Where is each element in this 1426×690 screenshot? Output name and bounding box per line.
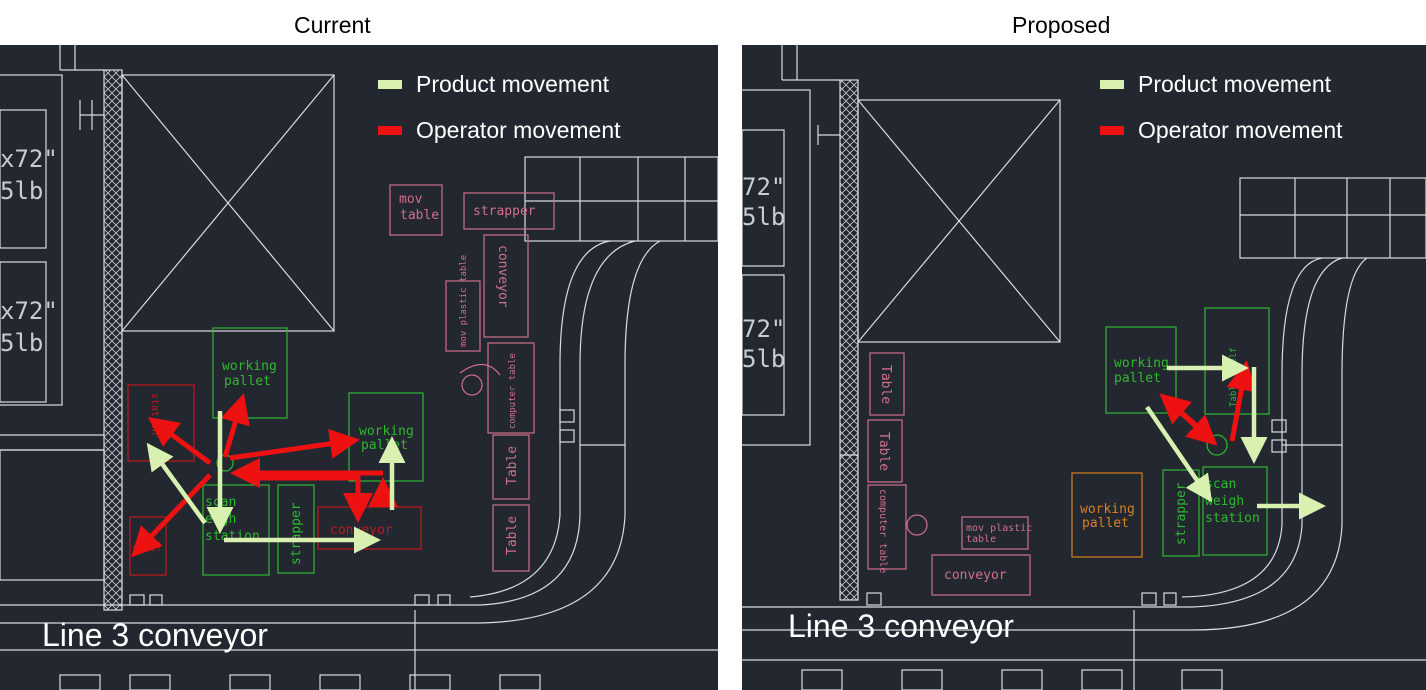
p-legend-operator-label: Operator movement — [1138, 117, 1343, 143]
p-label-strapper: strapper — [1174, 482, 1189, 545]
label-conveyor-vertical: conveyor — [495, 245, 510, 308]
p-legend-operator: Operator movement — [1100, 117, 1343, 144]
proposed-title: Proposed — [1012, 12, 1111, 38]
rack-text-3: x72" — [0, 297, 58, 325]
rack-text-4: 5lb — [0, 329, 44, 357]
p-rack-text-4: 5lb — [742, 345, 786, 373]
p-label-working-pallet-orange-a: working — [1080, 502, 1135, 517]
p-label-table-b: Table — [876, 432, 891, 471]
p-label-computer-table: computer table — [877, 489, 888, 573]
proposed-product-arrows — [1145, 354, 1326, 520]
label-computer-table: computer table — [508, 353, 518, 429]
label-working-pallet-2a: working — [359, 424, 414, 439]
current-floor-plan: mov table strapper conveyor mov plastic … — [0, 45, 718, 690]
legend-product: Product movement — [378, 71, 609, 98]
label-working-pallet-2b: pallet — [361, 438, 408, 453]
p-line-3-conveyor-label: Line 3 conveyor — [788, 608, 1014, 644]
p-label-working-pallet-orange-b: pallet — [1082, 516, 1129, 531]
legend-product-label: Product movement — [416, 71, 610, 97]
label-working-pallet-1b: pallet — [224, 374, 271, 389]
p-label-table-a: Table — [878, 365, 893, 404]
p-label-mov-plastic-2: table — [966, 534, 996, 545]
proposed-layout-panel: Table Table computer table mov plastic t… — [742, 45, 1426, 690]
p-legend-product: Product movement — [1100, 71, 1331, 98]
p-label-working-pallet-a: working — [1114, 356, 1169, 371]
label-strapper-top: strapper — [473, 204, 536, 219]
p-label-mov-plastic-1: mov plastic — [966, 523, 1032, 534]
label-mov-table-1: mov — [399, 192, 423, 207]
p-legend-product-label: Product movement — [1138, 71, 1332, 97]
p-rack-text-3: 72" — [742, 315, 786, 343]
current-operator-path — [230, 458, 383, 523]
label-table-a: Table — [505, 446, 520, 485]
p-legend-product-swatch — [1100, 80, 1124, 89]
label-conveyor-red: conveyor — [330, 523, 393, 538]
label-mov-table-2: table — [400, 208, 439, 223]
rack-text-1: x72" — [0, 145, 58, 173]
current-product-arrows — [146, 411, 406, 554]
current-operator-arrows — [131, 393, 398, 558]
p-label-scan-2: weigh — [1205, 494, 1244, 509]
p-rack-text-2: 5lb — [742, 203, 786, 231]
p-legend-operator-swatch — [1100, 126, 1124, 135]
p-label-conveyor: conveyor — [944, 568, 1007, 583]
line-3-conveyor-label: Line 3 conveyor — [42, 617, 268, 653]
label-station-red: station — [149, 393, 160, 435]
p-label-scan-3: station — [1205, 511, 1260, 526]
legend-product-swatch — [378, 80, 402, 89]
label-table-b: Table — [505, 516, 520, 555]
p-label-working-pallet-b: pallet — [1114, 371, 1161, 386]
p-rack-text-1: 72" — [742, 173, 786, 201]
label-mov-plastic-table: mov plastic table — [459, 255, 469, 347]
label-working-pallet-1a: working — [222, 359, 277, 374]
legend-operator-label: Operator movement — [416, 117, 621, 143]
label-strapper-low: strapper — [289, 502, 304, 565]
legend-operator: Operator movement — [378, 117, 621, 144]
p-label-scan-1: scan — [1205, 477, 1236, 492]
current-title: Current — [294, 12, 371, 38]
rack-text-2: 5lb — [0, 177, 44, 205]
legend-operator-swatch — [378, 126, 402, 135]
proposed-operator-arrows — [1159, 360, 1257, 446]
current-layout-panel: mov table strapper conveyor mov plastic … — [0, 45, 718, 690]
proposed-floor-plan: Table Table computer table mov plastic t… — [742, 45, 1426, 690]
